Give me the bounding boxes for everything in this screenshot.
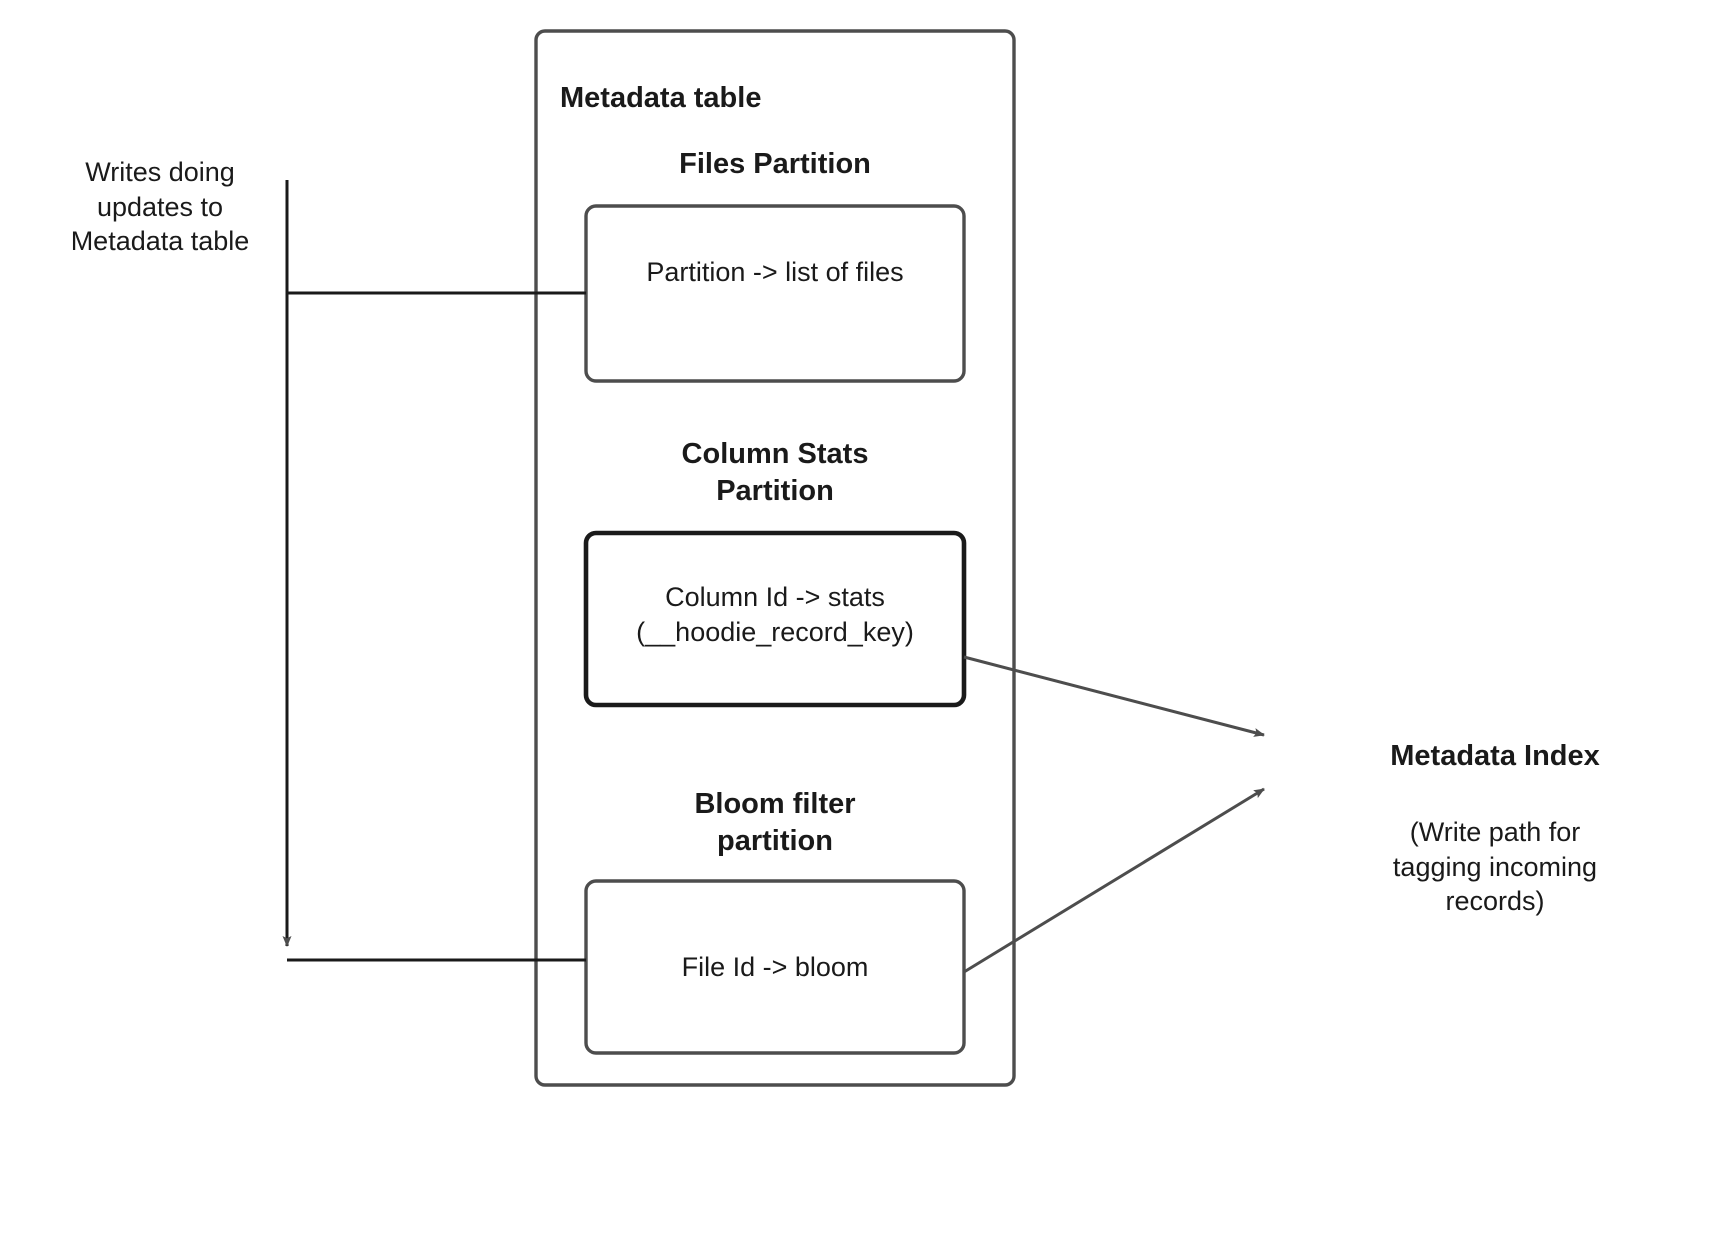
writes-updates-caption: Writes doing updates to Metadata table — [70, 157, 250, 257]
bloom-filter-partition-heading: Bloom filter partition — [694, 788, 856, 858]
metadata-table-label: Metadata table — [560, 82, 762, 114]
column-stats-partition-box — [583, 530, 967, 708]
metadata-index-note: (Write path for tagging incoming records… — [1392, 817, 1598, 917]
bloom-filter-partition-box-label: File Id -> bloom — [681, 952, 869, 982]
metadata-table-container — [534, 29, 1016, 1087]
metadata-index-title: Metadata Index — [1390, 740, 1600, 772]
column-stats-to-index-arrow — [963, 655, 1265, 737]
bloom-filter-to-index-arrow — [963, 787, 1265, 974]
column-stats-partition-box-label: Column Id -> stats (__hoodie_record_key) — [636, 582, 914, 647]
column-stats-partition-heading: Column Stats Partition — [681, 438, 869, 508]
files-partition-box-label: Partition -> list of files — [646, 257, 904, 287]
files-partition-heading: Files Partition — [679, 148, 871, 180]
files-partition-box — [584, 204, 966, 383]
bloom-filter-partition-box — [584, 879, 966, 1055]
